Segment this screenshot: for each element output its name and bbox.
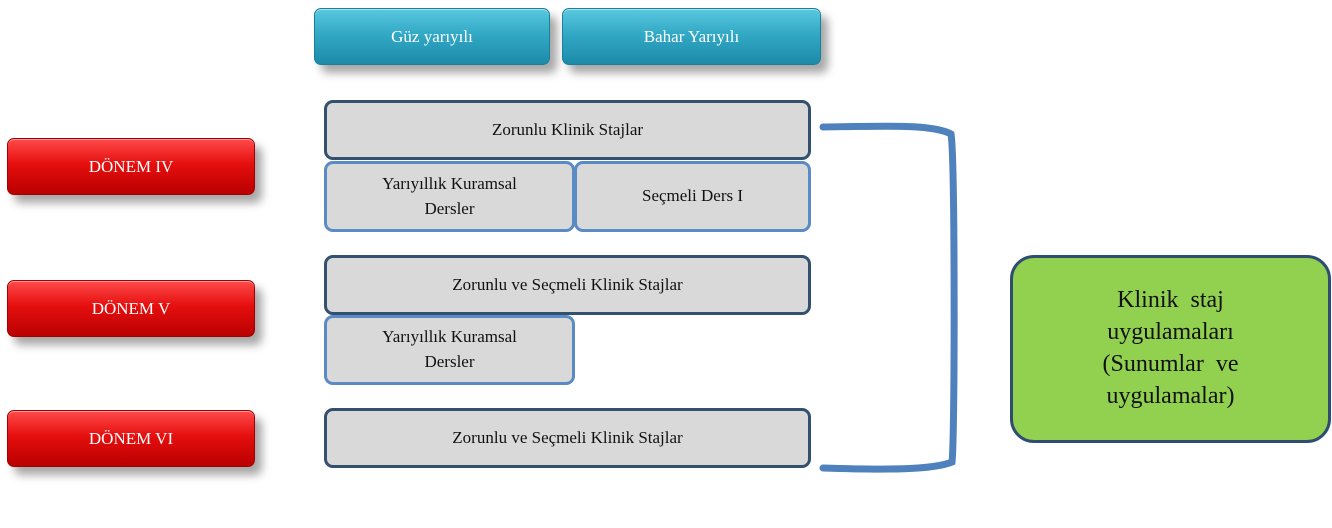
summary-clinical-practice: Klinik staj uygulamaları (Sunumlar ve uy… <box>1010 255 1331 443</box>
course-label-line2: Dersler <box>424 198 475 218</box>
course-d6-clinical-internships: Zorunlu ve Seçmeli Klinik Stajlar <box>324 408 811 468</box>
course-label-line1: Yarıyıllık Kuramsal <box>382 173 517 193</box>
semester-header-spring: Bahar Yarıyılı <box>562 8 821 65</box>
period-label-donem-v: DÖNEM V <box>7 280 255 337</box>
semester-header-fall: Güz yarıyılı <box>314 8 550 65</box>
period-label-text: DÖNEM VI <box>88 428 174 448</box>
course-label: Zorunlu ve Seçmeli Klinik Stajlar <box>452 274 683 294</box>
course-label-line1: Yarıyıllık Kuramsal <box>382 327 517 347</box>
bracket-path <box>819 122 958 473</box>
course-label: Seçmeli Ders I <box>641 186 744 206</box>
course-label: Zorunlu ve Seçmeli Klinik Stajlar <box>452 427 683 447</box>
summary-line3: (Sunumlar ve <box>1102 351 1239 377</box>
course-d5-semester-theory: Yarıyıllık Kuramsal Dersler <box>324 315 575 385</box>
period-label-text: DÖNEM IV <box>88 156 174 176</box>
summary-line4: uygulamalar) <box>1106 382 1235 409</box>
course-label: Zorunlu Klinik Stajlar <box>491 119 644 139</box>
course-d4-elective: Seçmeli Ders I <box>574 161 811 232</box>
course-d5-clinical-internships: Zorunlu ve Seçmeli Klinik Stajlar <box>324 255 811 315</box>
summary-line2: uygulamaları <box>1107 319 1234 346</box>
course-d4-semester-theory: Yarıyıllık Kuramsal Dersler <box>324 161 575 232</box>
course-d4-clinical-internships: Zorunlu Klinik Stajlar <box>324 100 811 160</box>
course-label-line2: Dersler <box>424 352 475 371</box>
period-label-text: DÖNEM V <box>91 298 171 318</box>
period-label-donem-vi: DÖNEM VI <box>7 410 255 467</box>
semester-header-spring-label: Bahar Yarıyılı <box>643 26 740 46</box>
period-label-donem-iv: DÖNEM IV <box>7 138 255 195</box>
summary-line1: Klinik staj <box>1117 287 1224 314</box>
semester-header-fall-label: Güz yarıyılı <box>391 26 473 46</box>
grouping-bracket <box>819 122 958 473</box>
